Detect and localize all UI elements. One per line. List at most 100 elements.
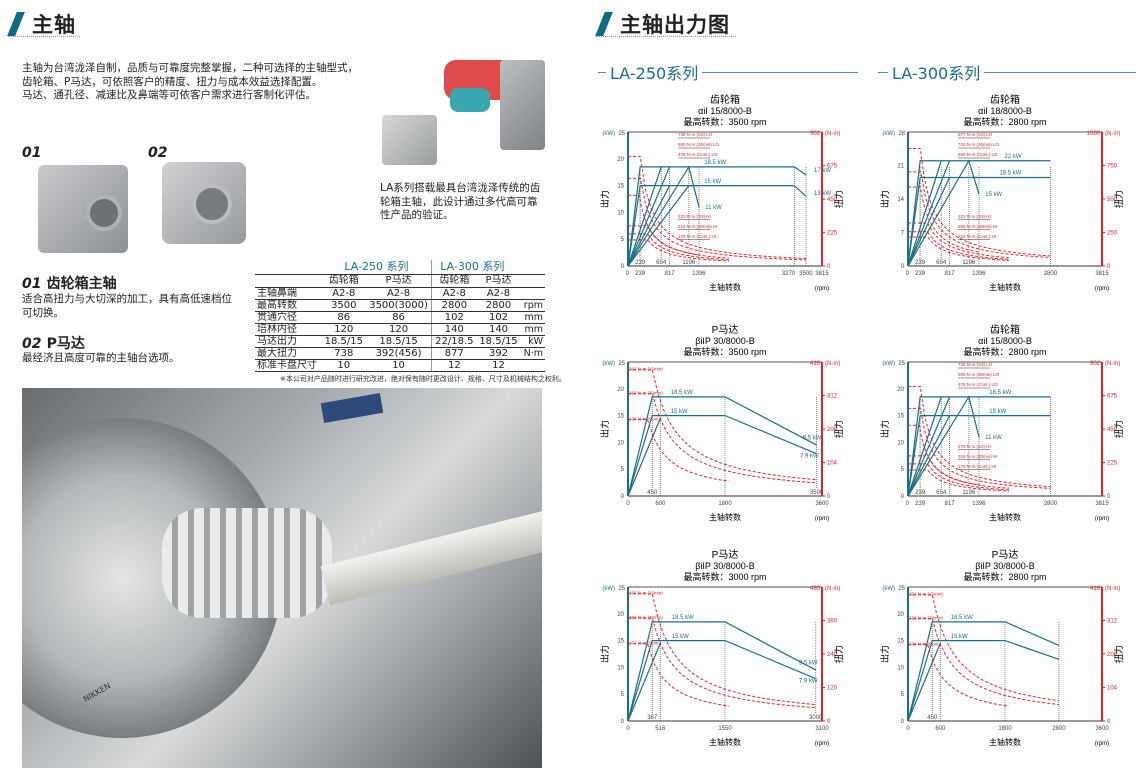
section-p-motor-text: 最经济且高度可靠的主轴台选项。 xyxy=(22,352,180,364)
cell-value: 102 xyxy=(431,311,477,324)
torque-curve xyxy=(628,233,729,261)
torque-curve xyxy=(628,643,729,707)
cell-value: 22/18.5 xyxy=(431,335,477,348)
torque-curve xyxy=(628,593,816,706)
x-axis-label: 主轴转数 xyxy=(989,737,1021,747)
x-tick-label: 239 xyxy=(635,271,646,277)
y2-tick-label: 750 xyxy=(1107,164,1118,170)
y2-tick-label: 675 xyxy=(827,164,838,170)
torque-curve xyxy=(628,239,729,262)
chart-max-speed: 最高转数：2800 rpm xyxy=(963,346,1046,357)
x-axis-label: 主轴转数 xyxy=(709,512,741,522)
unit xyxy=(520,359,545,372)
x-tick-label: 0 xyxy=(626,271,630,277)
torque-curve xyxy=(908,222,1009,259)
power-curve xyxy=(627,414,817,497)
cell-value: 2800 xyxy=(476,299,521,312)
cell-value: 18.5/15 xyxy=(476,335,521,348)
y-tick-label: 7 xyxy=(901,231,905,237)
x-tick-label: 0 xyxy=(906,501,910,507)
chart-title: 齿轮箱 xyxy=(710,93,740,106)
power-label: 15 kW xyxy=(671,409,688,415)
y-tick-label: 15 xyxy=(617,184,624,190)
y-tick-label: 15 xyxy=(897,414,904,420)
y2-tick-label: 480 xyxy=(810,586,821,592)
torque-curve xyxy=(908,594,1059,702)
torque-label: 590 N·m (Cont.) LO xyxy=(958,152,998,157)
y-tick-label: 25 xyxy=(898,586,905,592)
cell-value: 392 xyxy=(476,347,521,360)
x-tick-label: 1800 xyxy=(998,726,1012,732)
section-number: 02 xyxy=(22,336,42,352)
y2-axis-label: 扭力 xyxy=(1113,645,1124,663)
x-tick-label: 3500 xyxy=(799,271,813,277)
y2-tick-label: 104 xyxy=(1107,686,1118,692)
y-tick-label: 20 xyxy=(897,612,904,618)
type-header: 齿轮箱 xyxy=(321,274,366,288)
torque-curve xyxy=(908,171,1051,259)
caption-line: 轮箱主轴，此设计通过多代高可靠 xyxy=(380,195,538,208)
row-label: 主轴鼻端 xyxy=(255,287,322,300)
chart-model: βiIP 30/8000-B xyxy=(975,561,1035,571)
power-label: 15 kW xyxy=(985,192,1002,198)
torque-curve xyxy=(908,643,1009,707)
section-gearbox: 01 齿轮箱主轴 xyxy=(22,273,117,293)
y2-tick-label: 240 xyxy=(827,652,838,658)
y2-tick-label: 250 xyxy=(1107,231,1118,237)
y2-tick-label: 225 xyxy=(1107,461,1118,467)
y2-tick-label: 902 xyxy=(1090,361,1101,367)
torque-label: 216 N·m (Cont.) HI xyxy=(958,234,996,239)
y2-tick-label: 0 xyxy=(827,494,831,500)
torque-curve xyxy=(908,455,1009,489)
section-text-line: 可切换。 xyxy=(22,306,64,319)
row-label: 标准卡盘尺寸 xyxy=(255,359,322,372)
image-label-01: 01 xyxy=(22,145,42,161)
power-label: 9.5 kW xyxy=(799,661,818,667)
inner-x-tick-label: 3000 xyxy=(809,715,823,721)
x-tick-label: 0 xyxy=(906,271,910,277)
torque-label: 738 N·m (S3) LO xyxy=(678,132,713,137)
power-curve xyxy=(907,160,1051,267)
cell-value: 2800 xyxy=(431,299,477,312)
inner-x-tick-label: 239 xyxy=(635,260,646,266)
power-label: 22 kW xyxy=(1005,154,1022,160)
chart-max-speed: 最高转数：3000 rpm xyxy=(683,571,766,582)
power-label: 11 kW xyxy=(705,205,722,211)
divider xyxy=(596,36,736,37)
torque-label: 877 N·m (S3) LO xyxy=(958,132,993,137)
chart-title: 齿轮箱 xyxy=(990,93,1020,106)
machining-photo: NIKKEN xyxy=(22,388,542,768)
y2-unit: (N·m) xyxy=(1105,586,1120,592)
y2-tick-label: 450 xyxy=(827,197,838,203)
inner-x-tick-label: 450 xyxy=(647,490,658,496)
cell-value: 12 xyxy=(431,359,477,372)
torque-curve xyxy=(628,155,807,260)
x-tick-label: 0 xyxy=(626,726,630,732)
power-curve xyxy=(907,396,1051,497)
y2-unit: (N·m) xyxy=(1105,131,1120,137)
gearbox-spindle-image xyxy=(38,165,128,253)
torque-curve xyxy=(908,147,1051,257)
power-label: 9.5 kW xyxy=(803,436,822,442)
title-slash-icon xyxy=(595,12,613,36)
torque-curve xyxy=(908,231,1009,260)
chart-max-speed: 最高转数：3500 rpm xyxy=(683,346,766,357)
y-tick-label: 25 xyxy=(618,586,625,592)
chart-model: αiI 15/8000-B xyxy=(978,336,1032,346)
y2-unit: (N·m) xyxy=(1105,361,1120,367)
y2-tick-label: 902 xyxy=(810,131,821,137)
column-header-la250: LA-250系列 xyxy=(606,60,703,84)
cell-value: 18.5/15 xyxy=(321,335,366,348)
y2-tick-label: 0 xyxy=(827,719,831,725)
y2-axis-label: 扭力 xyxy=(833,645,844,663)
inner-x-tick-label: 1196 xyxy=(682,260,696,266)
x-axis-label: 主轴转数 xyxy=(989,282,1021,292)
column-header-la300: LA-300系列 xyxy=(888,60,985,84)
section-title: 齿轮箱主轴 xyxy=(46,276,117,292)
power-curve xyxy=(907,396,951,497)
x-tick-label: 3100 xyxy=(815,726,829,732)
